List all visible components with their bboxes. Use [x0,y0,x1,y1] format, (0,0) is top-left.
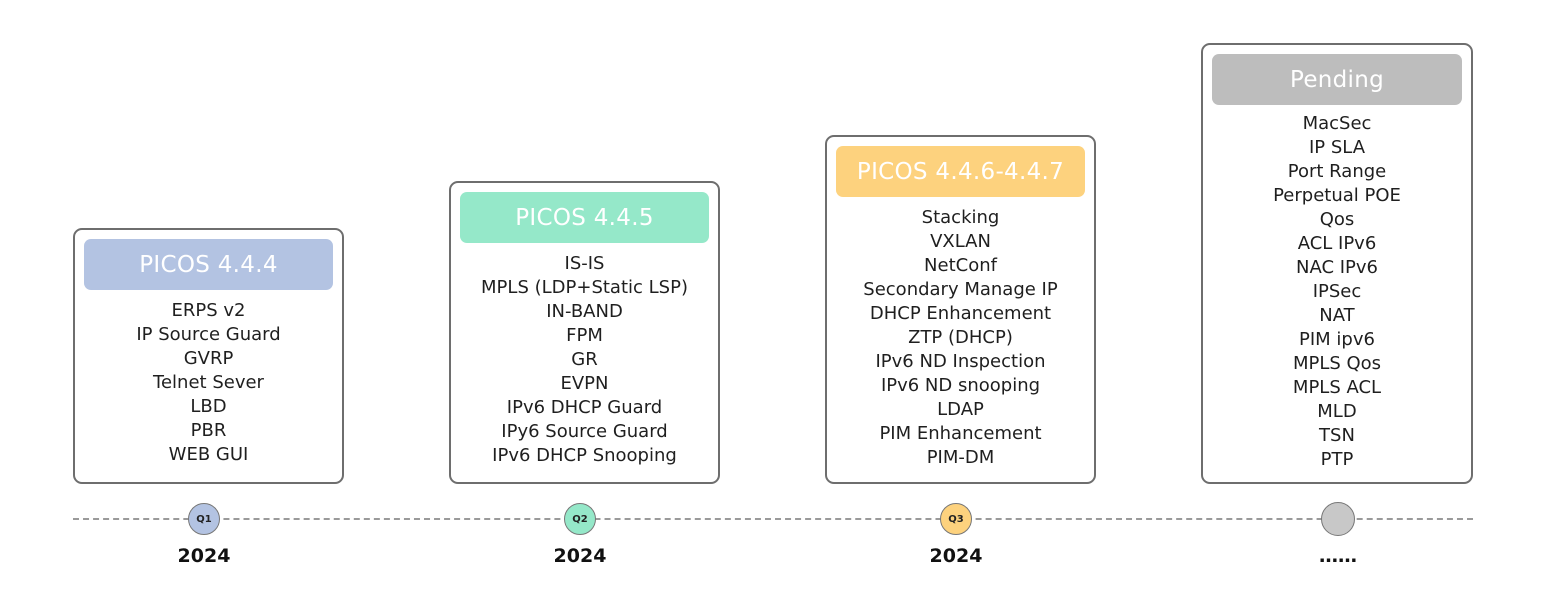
feature-item: NetConf [924,255,997,276]
feature-item: IPv6 DHCP Guard [506,397,663,418]
feature-item: Perpetual POE [1273,185,1401,206]
feature-item: IP SLA [1308,137,1366,158]
feature-item: GVRP [183,348,234,369]
feature-item: PIM ipv6 [1299,329,1375,350]
feature-item: PIM-DM [926,447,995,468]
feature-item: MPLS ACL [1292,377,1382,398]
feature-item: IPv6 ND snooping [880,375,1041,396]
feature-item: IS-IS [564,253,605,274]
timeline-axis [73,518,1473,520]
release-card-q2: PICOS 4.4.5 IS-IS MPLS (LDP+Static LSP) IN… [449,181,720,484]
feature-item: DHCP Enhancement [869,303,1052,324]
feature-item: Qos [1319,209,1355,230]
year-label: …… [1319,545,1357,567]
feature-item: EVPN [560,373,609,394]
timeline-node-q1: Q1 [188,503,220,535]
feature-item: Telnet Sever [153,372,264,393]
feature-item: IPv6 ND Inspection [875,351,1046,372]
feature-item: IP Source Guard [136,324,281,345]
feature-item: MPLS Qos [1292,353,1382,374]
year-label: 2024 [929,545,983,567]
feature-item: VXLAN [930,231,991,252]
year-label: 2024 [177,545,231,567]
feature-item: IPy6 Source Guard [501,421,668,442]
feature-item: FPM [566,325,603,346]
feature-item: PTP [1320,449,1354,470]
feature-item: ERPS v2 [171,300,246,321]
year-label: 2024 [553,545,607,567]
feature-item: LBD [190,396,227,417]
feature-item: MLD [1317,401,1357,422]
feature-item: ZTP (DHCP) [908,327,1013,348]
feature-item: ACL IPv6 [1297,233,1377,254]
feature-item: TSN [1319,425,1355,446]
feature-item: MPLS (LDP+Static LSP) [481,277,688,298]
feature-item: NAC IPv6 [1295,257,1379,278]
timeline-node-q3: Q3 [940,503,972,535]
feature-item: NAT [1319,305,1355,326]
feature-item: LDAP [937,399,984,420]
release-title: Pending [1212,54,1462,105]
feature-item: PBR [190,420,227,441]
feature-item: GR [571,349,598,370]
feature-item: Stacking [921,207,1000,228]
feature-item: PIM Enhancement [879,423,1042,444]
feature-item: Secondary Manage IP [863,279,1058,300]
release-title: PICOS 4.4.4 [84,239,333,290]
timeline-node-q2: Q2 [564,503,596,535]
feature-item: MacSec [1302,113,1372,134]
feature-item: Port Range [1287,161,1387,182]
feature-item: IPv6 DHCP Snooping [492,445,677,466]
feature-item: IPSec [1312,281,1362,302]
feature-item: WEB GUI [168,444,249,465]
timeline-node-pending [1321,502,1355,536]
feature-item: IN-BAND [546,301,623,322]
release-title: PICOS 4.4.5 [460,192,709,243]
feature-list: IS-IS MPLS (LDP+Static LSP) IN-BAND FPM GR EV… [451,252,718,468]
release-title: PICOS 4.4.6-4.4.7 [836,146,1085,197]
